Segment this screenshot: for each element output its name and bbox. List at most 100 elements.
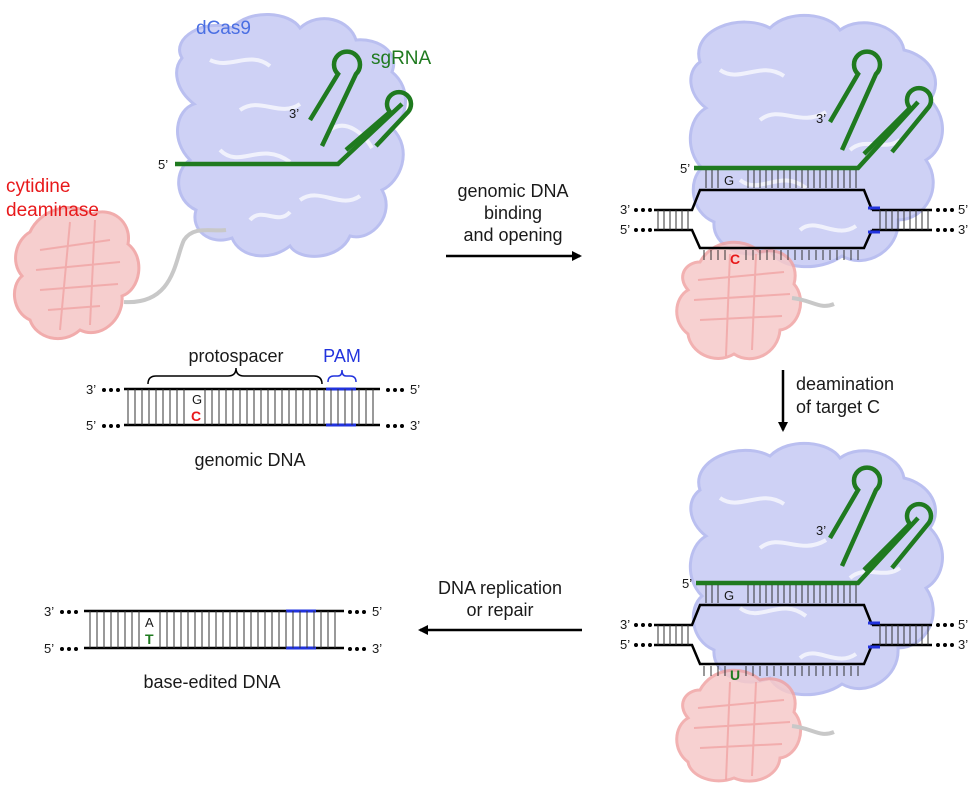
- sgrna-5prime-label-bound: 5’: [680, 161, 690, 176]
- edited-right-top-end: 5’: [372, 604, 382, 619]
- binding-line2: binding: [484, 203, 542, 223]
- dots-right-top: [386, 388, 404, 392]
- dcas9-texture: [209, 57, 374, 222]
- dots-left-bottom: [102, 424, 120, 428]
- bound-dots-left: [634, 208, 652, 232]
- sgrna-hairpin-2: [344, 89, 414, 152]
- guide-g-deaminated: G: [724, 588, 734, 603]
- dna-nontarget-strand-bottom: [654, 228, 874, 250]
- deaminated-right-bottom-end: 3’: [958, 637, 968, 652]
- deaminase-texture: [35, 219, 121, 331]
- panel-bound-complex: 3’ 5’ G C 3’ 5’ 5’ 3’: [620, 13, 968, 361]
- target-c: C: [191, 408, 201, 424]
- sgrna-hairpin-1: [308, 49, 363, 147]
- replication-line2: or repair: [466, 600, 533, 620]
- edited-left-top-end: 3’: [44, 604, 54, 619]
- step-replication: DNA replication or repair: [418, 578, 582, 635]
- dots-left-top: [102, 388, 120, 392]
- protospacer-brace: [147, 367, 323, 385]
- linker: [123, 228, 227, 305]
- left-duplex-pairs-deaminated: [657, 625, 689, 645]
- genomic-dna-label: genomic DNA: [194, 450, 305, 470]
- sgrna-hairpin-2-deaminated: [862, 501, 934, 572]
- deaminase-protein-bound: [675, 240, 803, 361]
- bound-right-bottom-end: 3’: [958, 222, 968, 237]
- dcas9-protein-deaminated: [688, 441, 944, 697]
- sgrna-5prime-label-deaminated: 5’: [682, 576, 692, 591]
- binding-line1: genomic DNA: [457, 181, 568, 201]
- deaminase-label-line2: deaminase: [6, 200, 99, 221]
- edited-dots-left: [60, 610, 78, 651]
- bound-right-top-end: 5’: [958, 202, 968, 217]
- edited-left-bottom-end: 5’: [44, 641, 54, 656]
- edited-t: T: [145, 631, 154, 647]
- target-pair-gap: [190, 391, 203, 423]
- right-duplex-pairs: [879, 210, 929, 230]
- sgrna-label: sgRNA: [371, 48, 432, 69]
- deaminated-left-top-end: 3’: [620, 617, 630, 632]
- deaminated-dots-right: [936, 623, 954, 647]
- right-duplex-pairs-deaminated: [879, 625, 929, 645]
- left-duplex-pairs: [657, 210, 689, 230]
- bound-left-bottom-end: 5’: [620, 222, 630, 237]
- sgrna-hairpin-1-bound: [828, 49, 883, 151]
- deaminase-texture-deaminated: [693, 681, 791, 781]
- deaminated-dots-left: [634, 623, 652, 647]
- sgrna-strand-deaminated: [696, 516, 920, 586]
- panel-deaminated-complex: 3’ 5’ G U 3’ 5’ 5’ 3’: [620, 441, 968, 783]
- deaminated-u: U: [730, 667, 740, 683]
- sgrna-3prime-label-bound: 3’: [816, 111, 826, 126]
- edited-right-bottom-end: 3’: [372, 641, 382, 656]
- dcas9-texture-deaminated: [718, 496, 902, 661]
- target-g: G: [192, 392, 202, 407]
- base-edited-dna-label: base-edited DNA: [143, 672, 280, 692]
- bound-dots-right: [936, 208, 954, 232]
- panel-unbound-editor: dCas9 sgRNA 3’ 5’ cytidine deaminase: [6, 13, 432, 341]
- sgrna-hairpin-1-deaminated: [828, 465, 883, 567]
- single-strand-bases-deaminated: [703, 666, 859, 676]
- pam-label: PAM: [323, 346, 361, 366]
- edited-base-pairs: [89, 611, 336, 648]
- deaminase-label-line1: cytidine: [6, 176, 70, 197]
- dna-left-bottom-end: 5’: [86, 418, 96, 433]
- linker-bound: [791, 296, 835, 308]
- edited-pair-gap: [143, 613, 156, 646]
- panel-genomic-dna: G C 3’ 5’ 5’ 3’ protospacer PAM genomic …: [86, 346, 420, 470]
- deaminase-texture-bound: [693, 253, 791, 357]
- edited-dots-right: [348, 610, 366, 651]
- bound-left-top-end: 3’: [620, 202, 630, 217]
- replication-line1: DNA replication: [438, 578, 562, 598]
- sgrna-dna-pairs: [705, 170, 857, 188]
- dna-right-bottom-end: 3’: [410, 418, 420, 433]
- step-binding: genomic DNA binding and opening: [446, 181, 582, 261]
- dcas9-protein-bound: [688, 13, 944, 269]
- sgrna-hairpin-2-bound: [862, 85, 934, 156]
- dna-base-pairs: [127, 389, 374, 425]
- sgrna-dna-pairs-deaminated: [705, 585, 857, 603]
- dna-right-top-end: 5’: [410, 382, 420, 397]
- deamination-line1: deamination: [796, 374, 894, 394]
- deaminated-right-top-end: 5’: [958, 617, 968, 632]
- dcas9-texture-bound: [718, 68, 902, 233]
- exposed-c: C: [730, 251, 740, 267]
- deaminated-left-bottom-end: 5’: [620, 637, 630, 652]
- dna-target-strand-top: [654, 188, 874, 212]
- binding-line3: and opening: [463, 225, 562, 245]
- dcas9-label: dCas9: [196, 18, 251, 39]
- sgrna-strand: [175, 102, 404, 167]
- dna-nontarget-strand-bottom-deaminated: [654, 643, 874, 666]
- panel-base-edited-dna: A T 3’ 5’ 5’ 3’ base-edited DNA: [44, 604, 382, 692]
- protospacer-label: protospacer: [188, 346, 283, 366]
- sgrna-3prime-label-deaminated: 3’: [816, 523, 826, 538]
- dna-left-top-end: 3’: [86, 382, 96, 397]
- dots-right-bottom: [386, 424, 404, 428]
- sgrna-5prime-label: 5’: [158, 157, 168, 172]
- sgrna-strand-bound: [694, 100, 920, 171]
- step-deamination: deamination of target C: [778, 370, 894, 432]
- deamination-line2: of target C: [796, 397, 880, 417]
- dna-target-strand-top-deaminated: [654, 603, 874, 627]
- single-strand-bases: [703, 250, 859, 260]
- guide-g: G: [724, 173, 734, 188]
- edited-a: A: [145, 615, 154, 630]
